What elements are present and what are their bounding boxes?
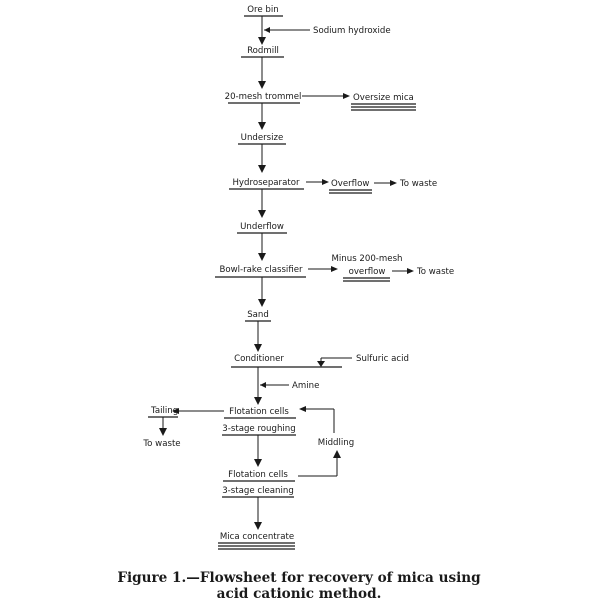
node-oversize-mica: Oversize mica	[353, 93, 414, 103]
node-tailing: Tailing	[150, 406, 178, 416]
arrowhead	[258, 299, 266, 307]
node-flotation-1: Flotation cells	[229, 407, 289, 417]
arrowhead	[258, 37, 266, 45]
node-amine: Amine	[292, 381, 319, 391]
arrowhead	[322, 179, 329, 185]
arrowhead	[343, 93, 350, 99]
node-trommel: 20-mesh trommel	[225, 92, 302, 102]
arrowhead	[260, 382, 266, 388]
node-sulfuric-acid: Sulfuric acid	[356, 354, 409, 364]
arrowhead	[407, 268, 414, 274]
arrowhead	[258, 253, 266, 261]
arrowhead	[254, 522, 262, 530]
node-undersize: Undersize	[241, 133, 284, 143]
node-to-waste-3: To waste	[142, 439, 180, 449]
node-middling: Middling	[318, 438, 354, 448]
arrowhead	[254, 344, 262, 352]
node-minus200-line2: overflow	[349, 267, 386, 277]
arrowhead	[333, 450, 341, 458]
node-to-waste-2: To waste	[416, 267, 454, 277]
node-roughing: 3-stage roughing	[222, 424, 295, 434]
arrowhead	[258, 165, 266, 173]
node-conditioner: Conditioner	[234, 354, 284, 364]
arrowhead	[258, 81, 266, 89]
arrowhead	[390, 180, 397, 186]
arrowhead	[331, 266, 338, 272]
node-ore-bin: Ore bin	[247, 5, 278, 15]
arrowhead	[258, 122, 266, 130]
arrowhead	[254, 459, 262, 467]
node-rodmill: Rodmill	[247, 46, 279, 56]
node-sodium-hydroxide: Sodium hydroxide	[313, 26, 391, 36]
caption-line-2: acid cationic method.	[217, 586, 382, 600]
node-minus200-line1: Minus 200-mesh	[332, 254, 403, 264]
caption-line-1: Figure 1.—Flowsheet for recovery of mica…	[117, 570, 481, 586]
node-mica-concentrate: Mica concentrate	[220, 532, 294, 542]
node-underflow: Underflow	[240, 222, 284, 232]
arrowhead	[258, 210, 266, 218]
arrowhead	[317, 361, 325, 367]
arrowhead	[159, 428, 167, 436]
node-hydroseparator: Hydroseparator	[232, 178, 300, 188]
arrowhead	[264, 27, 270, 33]
node-flotation-2: Flotation cells	[228, 470, 288, 480]
node-sand: Sand	[247, 310, 269, 320]
arrowhead	[299, 406, 306, 412]
arrowhead	[254, 397, 262, 405]
node-classifier: Bowl-rake classifier	[219, 265, 303, 275]
arrowhead	[172, 408, 179, 414]
node-overflow: Overflow	[331, 179, 369, 189]
node-to-waste-1: To waste	[399, 179, 437, 189]
node-cleaning: 3-stage cleaning	[222, 486, 294, 496]
